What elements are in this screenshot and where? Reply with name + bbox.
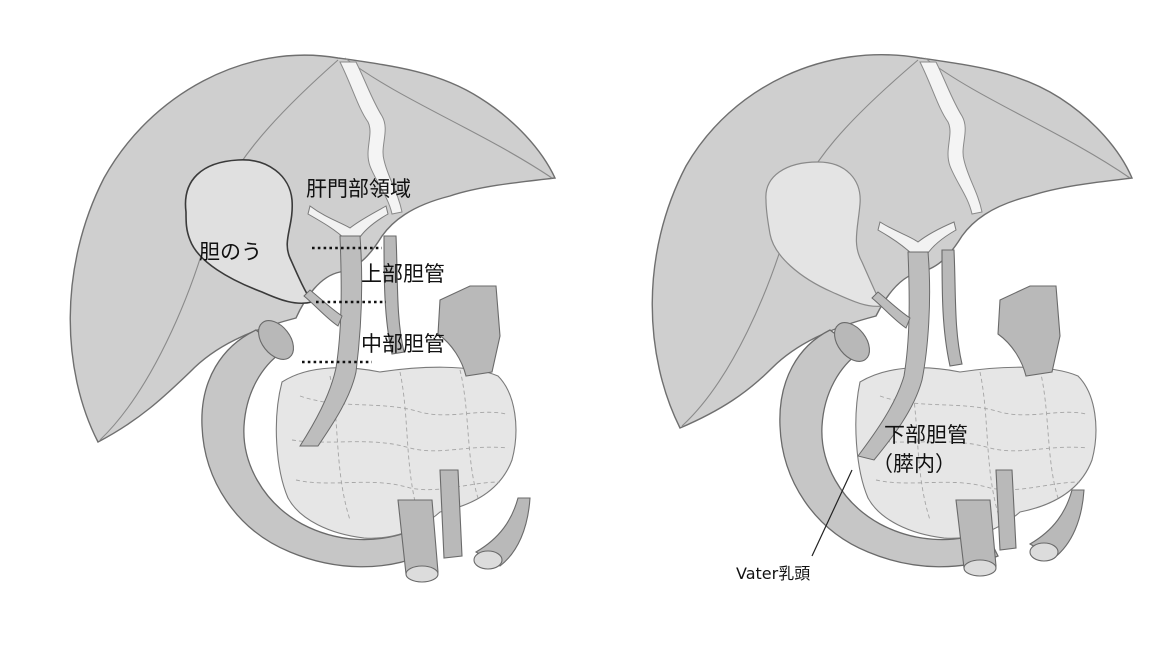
pancreas	[275, 366, 517, 539]
falciform-ligament	[919, 61, 983, 215]
portal-vein	[437, 285, 501, 377]
gallbladder-label: 胆のう	[199, 240, 262, 264]
upper-bile-duct-label: 上部胆管	[361, 262, 445, 286]
right-panel: 下部胆管 （膵内） Vater乳頭	[651, 54, 1134, 583]
intrapancreatic-label: （膵内）	[872, 452, 956, 476]
mesenteric-vessel-cut	[1029, 542, 1059, 562]
portal-vein	[997, 285, 1061, 377]
left-panel: 肝門部領域 胆のう 上部胆管 中部胆管	[69, 54, 557, 583]
aorta-cut	[963, 559, 997, 577]
left-lobe-segment-line	[924, 57, 1131, 179]
mesenteric-vessel	[474, 497, 531, 567]
pancreas	[855, 366, 1097, 539]
vena-cava	[995, 469, 1017, 551]
cystic-duct	[303, 289, 343, 327]
middle-bile-duct-label: 中部胆管	[361, 332, 445, 356]
duodenal-bulb	[833, 322, 871, 362]
common-bile-duct	[299, 235, 363, 447]
falciform-ligament	[339, 61, 403, 215]
gallbladder	[184, 159, 314, 305]
lower-bile-duct-label: 下部胆管	[884, 423, 968, 447]
hepatic-artery	[941, 249, 963, 367]
left-lobe-segment-line	[344, 57, 553, 179]
pancreas-lobule-lines	[871, 369, 1089, 521]
duodenal-bulb	[257, 320, 295, 360]
cystic-duct	[871, 291, 911, 329]
papilla-of-vater-label: Vater乳頭	[736, 564, 810, 583]
common-bile-duct	[857, 251, 931, 461]
papilla-leader-line	[811, 469, 853, 557]
pancreas-lobule-lines	[291, 369, 509, 521]
gallbladder	[765, 161, 883, 307]
vena-cava	[439, 469, 463, 559]
hilar-region-label: 肝門部領域	[306, 177, 411, 201]
aorta-cut	[405, 565, 439, 583]
aorta	[397, 499, 439, 575]
liver	[651, 54, 1134, 429]
common-hepatic-duct	[877, 221, 957, 257]
hepatic-artery	[383, 235, 405, 355]
mesenteric-vessel	[1028, 489, 1085, 559]
common-hepatic-duct	[307, 205, 389, 241]
mesenteric-vessel-cut	[473, 550, 503, 570]
